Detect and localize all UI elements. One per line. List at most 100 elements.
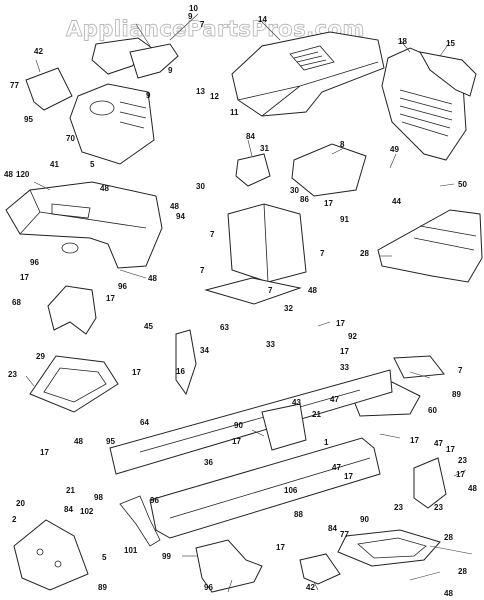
callout-106: 106 xyxy=(284,486,298,495)
callout-49: 50 xyxy=(458,180,467,189)
callout-63: 84 xyxy=(328,524,337,533)
callout-9: 9 xyxy=(146,91,151,100)
upper-plate-part xyxy=(291,143,367,197)
callout-47: 48 xyxy=(468,484,477,493)
callout-23: 28 xyxy=(458,567,467,576)
callout-17: 17 xyxy=(456,470,465,479)
callout-60: 77 xyxy=(340,530,349,539)
callout-38: 42 xyxy=(34,47,43,56)
leader-lines xyxy=(25,13,473,593)
hood-part xyxy=(231,31,385,117)
callout-7: 7 xyxy=(200,266,205,275)
callout-29: 30 xyxy=(290,186,299,195)
callout-88: 91 xyxy=(340,215,349,224)
frame-left-rail xyxy=(109,369,393,475)
callout-26: 29 xyxy=(36,352,45,361)
callout-95: 96 xyxy=(30,258,39,267)
callout-95: 96 xyxy=(118,282,127,291)
side-panel-part xyxy=(91,37,179,79)
callout-11: 11 xyxy=(230,108,239,117)
lower-plate-part xyxy=(13,519,89,591)
callout-6: 7 xyxy=(320,249,325,258)
hood-trim-part xyxy=(419,51,477,97)
callout-16: 16 xyxy=(176,367,185,376)
cowl-detail xyxy=(413,225,477,251)
callout-102: 101 xyxy=(124,546,138,555)
callout-84: 90 xyxy=(360,515,369,524)
callout-17: 17 xyxy=(20,273,29,282)
callout-17: 17 xyxy=(324,199,333,208)
callout-15: 15 xyxy=(446,39,455,48)
callout-70: 88 xyxy=(294,510,303,519)
callout-84: 90 xyxy=(234,421,243,430)
callout-21: 23 xyxy=(394,503,403,512)
callout-5: 5 xyxy=(90,160,95,169)
bracket-part xyxy=(235,153,271,187)
callout-21: 23 xyxy=(8,370,17,379)
callout-94: 92 xyxy=(348,332,357,341)
callout-32: 33 xyxy=(266,340,275,349)
callout-50: 60 xyxy=(428,406,437,415)
cross-member-part xyxy=(261,403,307,451)
callout-24: 28 xyxy=(444,533,453,542)
support-bracket-part xyxy=(175,329,197,396)
dash-support-part xyxy=(204,203,307,305)
callout-48: 49 xyxy=(390,145,399,154)
cowl-part xyxy=(377,209,483,283)
callout-13: 13 xyxy=(196,87,205,96)
callout-41: 44 xyxy=(392,197,401,206)
callout-31: 31 xyxy=(260,144,269,153)
callout-56: 64 xyxy=(140,418,149,427)
callout-10: 10 xyxy=(189,4,198,13)
console-plate-part xyxy=(25,67,73,111)
callout-4: 5 xyxy=(102,553,107,562)
callout-103: 102 xyxy=(80,507,94,516)
callout-77: 89 xyxy=(452,390,461,399)
footrest-part xyxy=(337,529,441,567)
callout-29: 30 xyxy=(196,182,205,191)
callout-17: 17 xyxy=(40,448,49,457)
callout-100: 98 xyxy=(94,493,103,502)
callout-57: 70 xyxy=(66,134,75,143)
callout-92: 95 xyxy=(24,115,33,124)
callout-21: 23 xyxy=(434,503,443,512)
callout-17: 17 xyxy=(340,347,349,356)
callout-7: 7 xyxy=(200,20,205,29)
callout-17: 17 xyxy=(446,445,455,454)
callout-17: 17 xyxy=(410,436,419,445)
callout-19: 20 xyxy=(16,499,25,508)
callout-47: 48 xyxy=(170,202,179,211)
callout-17: 17 xyxy=(276,543,285,552)
callout-58: 68 xyxy=(12,298,21,307)
callout-45: 47 xyxy=(332,463,341,472)
callout-34: 34 xyxy=(200,346,209,355)
callout-40: 43 xyxy=(292,398,301,407)
callout-7: 7 xyxy=(268,286,273,295)
callout-47: 48 xyxy=(4,170,13,179)
callout-47: 48 xyxy=(308,286,317,295)
callout-12: 12 xyxy=(210,92,219,101)
callout-42: 47 xyxy=(330,395,339,404)
callout-59: 77 xyxy=(10,81,19,90)
callout-2: 2 xyxy=(12,515,17,524)
callout-47: 48 xyxy=(100,184,109,193)
callout-99: 96 xyxy=(150,496,159,505)
callout-33: 33 xyxy=(340,363,349,372)
callout-47: 48 xyxy=(444,589,453,598)
callout-44: 47 xyxy=(434,439,443,448)
callout-9: 9 xyxy=(168,66,173,75)
callout-68: 84 xyxy=(64,505,73,514)
seat-support-part xyxy=(47,285,97,335)
watermark-text: AppliancePartsPros.com xyxy=(66,17,365,41)
callout-68: 84 xyxy=(246,132,255,141)
callout-17: 17 xyxy=(232,437,241,446)
callout-20: 21 xyxy=(312,410,321,419)
battery-tray-part xyxy=(29,355,119,413)
callout-8: 8 xyxy=(340,140,345,149)
axle-bracket-part xyxy=(413,457,447,509)
callout-36: 36 xyxy=(204,458,213,467)
callout-9: 9 xyxy=(188,12,193,21)
callout-22: 28 xyxy=(360,249,369,258)
callout-90: 94 xyxy=(176,212,185,221)
